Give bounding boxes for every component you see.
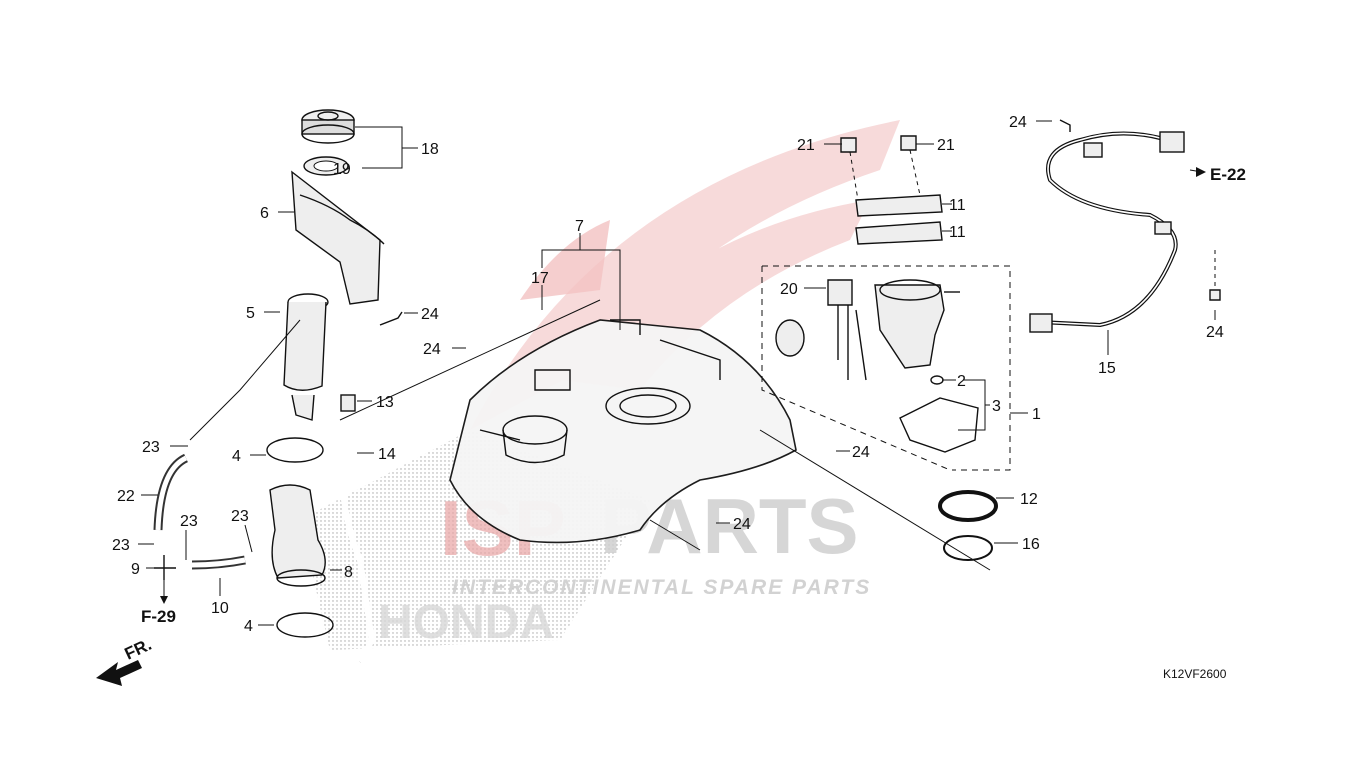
- callout-4: 4: [244, 618, 253, 635]
- callout-21: 21: [797, 137, 815, 154]
- callout-23: 23: [231, 508, 249, 525]
- callout-2: 2: [957, 373, 966, 390]
- callout-3: 3: [992, 398, 1001, 415]
- callout-7: 7: [575, 218, 584, 235]
- plates: [840, 135, 943, 245]
- callout-24: 24: [1009, 114, 1027, 131]
- ref-f29: F-29: [141, 607, 176, 626]
- callout-6: 6: [260, 205, 269, 222]
- filler-assembly: [153, 109, 403, 664]
- callout-5: 5: [246, 305, 255, 322]
- callout-24: 24: [1206, 324, 1224, 341]
- watermark-maker: HONDA: [378, 596, 554, 649]
- callout-24: 24: [733, 516, 751, 533]
- callout-11: 11: [949, 197, 966, 214]
- callout-17: 17: [531, 270, 549, 287]
- callout-18: 18: [421, 141, 439, 158]
- callout-4: 4: [232, 448, 241, 465]
- callout-10: 10: [211, 600, 229, 617]
- callout-12: 12: [1020, 491, 1038, 508]
- callout-20: 20: [780, 281, 798, 298]
- callout-24: 24: [421, 306, 439, 323]
- callout-24: 24: [423, 341, 441, 358]
- fuel-tank: [449, 319, 797, 544]
- front-arrow: FR.: [96, 635, 155, 686]
- ref-e22: E-22: [1210, 165, 1246, 184]
- callout-labels: 18 19 6 5 24 13 14 4 23 22 23 23 23 9 10…: [112, 114, 1224, 635]
- fuel-pump-group: [761, 265, 1011, 471]
- callout-11: 11: [949, 224, 966, 241]
- callout-23: 23: [112, 537, 130, 554]
- callout-14: 14: [378, 446, 396, 463]
- callout-1: 1: [1032, 406, 1041, 423]
- diagram-code: K12VF2600: [1163, 667, 1227, 681]
- callout-21: 21: [937, 137, 955, 154]
- callout-15: 15: [1098, 360, 1116, 377]
- front-arrow-label: FR.: [122, 635, 155, 664]
- gaskets: [938, 490, 998, 561]
- callout-9: 9: [131, 561, 140, 578]
- callout-8: 8: [344, 564, 353, 581]
- callout-19: 19: [333, 161, 351, 178]
- callout-24: 24: [852, 444, 870, 461]
- harness: [1029, 119, 1221, 333]
- watermark-tagline: INTERCONTINENTAL SPARE PARTS: [452, 576, 871, 599]
- callout-22: 22: [117, 488, 135, 505]
- callout-23: 23: [180, 513, 198, 530]
- callout-16: 16: [1022, 536, 1040, 553]
- leader-lines: [138, 120, 1216, 626]
- callout-13: 13: [376, 394, 394, 411]
- callout-23: 23: [142, 439, 160, 456]
